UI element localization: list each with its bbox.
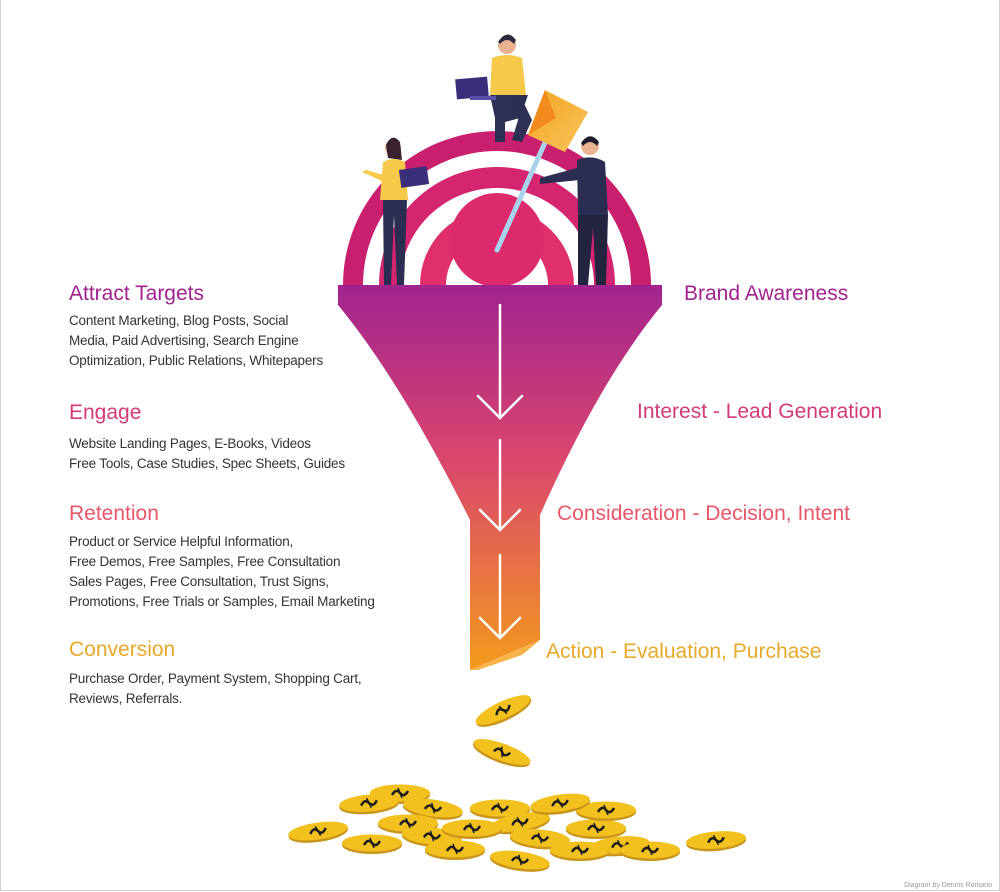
coin-icon	[472, 738, 531, 768]
coin-icon	[475, 695, 532, 727]
arrow-icon	[494, 90, 588, 253]
coin-icon	[489, 850, 550, 872]
coin-icon	[576, 801, 636, 821]
coin-icon	[425, 840, 485, 860]
stage-description-line: Free Demos, Free Samples, Free Consultat…	[69, 554, 341, 569]
stage-description-line: Optimization, Public Relations, Whitepap…	[69, 353, 324, 368]
coin-icon	[442, 819, 502, 839]
coin-icon	[342, 834, 402, 854]
coin-icon	[509, 829, 570, 850]
stage-title: Retention	[69, 502, 159, 525]
stage-description-line: Free Tools, Case Studies, Spec Sheets, G…	[69, 456, 345, 471]
stage-description: Purchase Order, Payment System, Shopping…	[69, 669, 362, 709]
stage-title: Conversion	[69, 638, 176, 661]
stage-description-line: Media, Paid Advertising, Search Engine	[69, 333, 299, 348]
stage-description-line: Reviews, Referrals.	[69, 691, 183, 706]
stage-description-line: Website Landing Pages, E-Books, Videos	[69, 436, 311, 451]
stage-label: Consideration - Decision, Intent	[557, 502, 850, 525]
down-arrow-icon	[476, 303, 524, 640]
stage-description: Product or Service Helpful Information, F…	[69, 532, 375, 612]
stage-label: Interest - Lead Generation	[637, 400, 883, 423]
coin-icon	[402, 798, 463, 820]
target-icon	[343, 131, 651, 287]
coin-icon	[288, 821, 349, 843]
person-woman-icon	[362, 137, 430, 285]
stage-title: Attract Targets	[69, 282, 205, 305]
stage-label: Brand Awareness	[684, 282, 849, 305]
coin-icon	[566, 819, 626, 839]
coins-icon	[288, 695, 747, 872]
stage-description-line: Purchase Order, Payment System, Shopping…	[69, 671, 362, 686]
stage-label: Action - Evaluation, Purchase	[546, 640, 822, 663]
coin-icon	[620, 841, 680, 861]
coin-icon	[530, 793, 591, 815]
coin-icon	[339, 794, 400, 815]
credit-text: Diagram by Dennis Romano	[904, 882, 992, 889]
stage-description-line: Promotions, Free Trials or Samples, Emai…	[69, 594, 375, 609]
person-sitting-icon	[455, 34, 532, 142]
stage-description-line: Content Marketing, Blog Posts, Social	[69, 313, 289, 328]
coin-icon	[550, 841, 610, 861]
stage-description-line: Sales Pages, Free Consultation, Trust Si…	[69, 574, 329, 589]
coin-icon	[686, 831, 747, 852]
person-man-icon	[540, 136, 608, 285]
coin-icon	[490, 812, 550, 835]
stage-title: Engage	[69, 401, 142, 424]
coin-icon	[470, 799, 530, 819]
stage-description-line: Product or Service Helpful Information,	[69, 534, 294, 549]
